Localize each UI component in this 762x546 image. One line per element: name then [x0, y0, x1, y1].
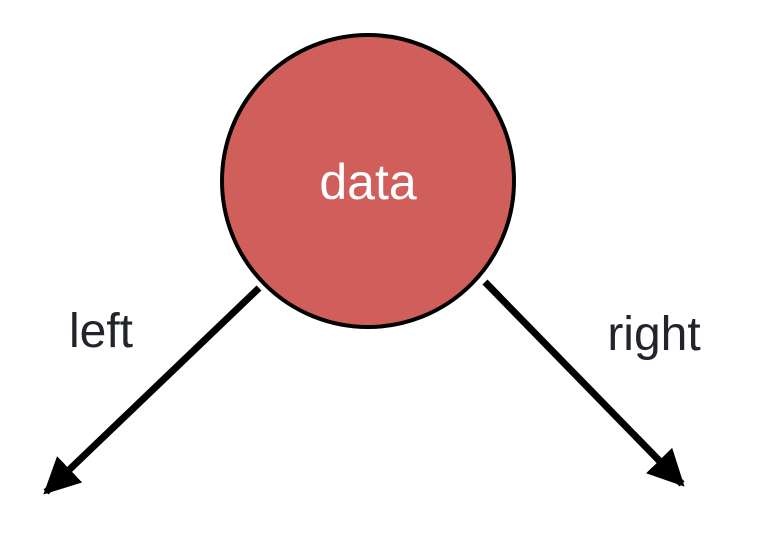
- edge-left-arrow: [43, 285, 262, 495]
- edge-right-label: right: [607, 308, 700, 361]
- data-node-label: data: [319, 154, 417, 210]
- edge-right-arrow: [482, 279, 685, 487]
- data-node: [220, 33, 516, 329]
- edge-left-label: left: [69, 305, 133, 358]
